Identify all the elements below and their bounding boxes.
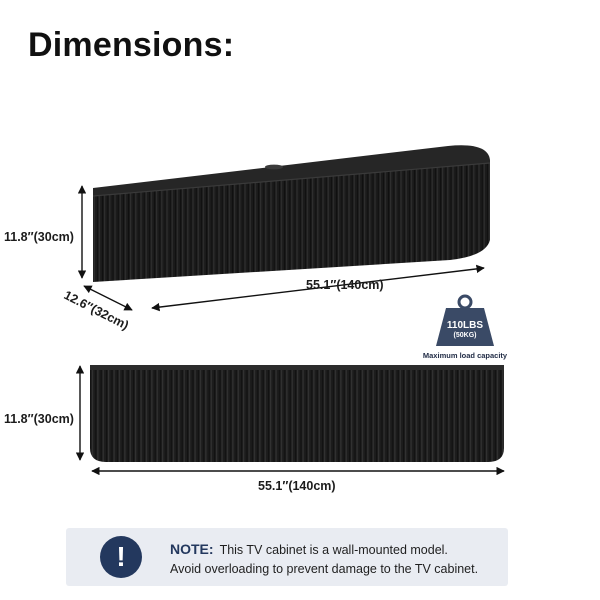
cabinet-top-surface bbox=[93, 145, 490, 196]
note-line2: Avoid overloading to prevent damage to t… bbox=[170, 562, 479, 576]
note-text: NOTE: This TV cabinet is a wall-mounted m… bbox=[170, 540, 478, 579]
note-label: NOTE: bbox=[170, 541, 214, 557]
weight-value: 110LBS bbox=[446, 320, 484, 331]
top-width-arrow bbox=[151, 264, 485, 312]
cabinet-perspective bbox=[92, 145, 491, 282]
cabinet-front-fluted bbox=[93, 163, 490, 282]
note-line1: This TV cabinet is a wall-mounted model. bbox=[219, 543, 448, 557]
top-width-label: 55.1″(140cm) bbox=[306, 278, 384, 292]
note-box: ! NOTE: This TV cabinet is a wall-mounted… bbox=[66, 528, 508, 586]
cable-port bbox=[265, 164, 283, 170]
weight-metric: (50KG) bbox=[453, 332, 477, 339]
exclamation-icon: ! bbox=[100, 536, 142, 578]
front-width-label: 55.1″(140cm) bbox=[258, 479, 336, 493]
cabinet-front-fluted-panel bbox=[90, 370, 504, 462]
page-title: Dimensions: bbox=[28, 26, 235, 64]
weight-icon bbox=[436, 294, 494, 346]
front-height-label: 11.8″(30cm) bbox=[4, 412, 74, 426]
top-height-label: 11.8″(30cm) bbox=[4, 230, 74, 244]
top-depth-arrow bbox=[83, 285, 133, 311]
weight-caption: Maximum load capacity bbox=[422, 351, 508, 360]
cabinet-front bbox=[90, 365, 504, 462]
